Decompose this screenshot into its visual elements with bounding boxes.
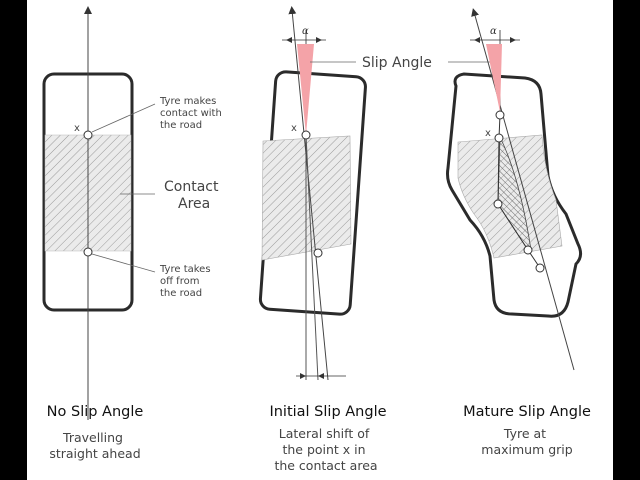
alpha-label-3: α	[490, 26, 497, 37]
panel-mature-slip: α x Mature Slip Angle Tyre at maximum gr…	[446, 8, 591, 457]
x-marker-1: x	[74, 123, 80, 134]
panel-subtitle-1: Travelling straight ahead	[49, 430, 140, 461]
mid-point-3	[493, 199, 503, 209]
annotation-contact-end: Tyre takes off from the road	[159, 264, 214, 299]
end-point-3	[535, 263, 545, 273]
panel-no-slip: x Tyre makes contact with the road Conta…	[42, 6, 225, 461]
annotation-contact-area: Contact Area	[164, 179, 223, 212]
exit-point-2	[313, 248, 323, 258]
wheel-axis-3	[471, 8, 575, 371]
exit-point-3	[523, 245, 533, 255]
shift-line-2	[305, 134, 319, 381]
panel-subtitle-2: Lateral shift of the point x in the cont…	[274, 426, 377, 473]
contact-point-3	[494, 133, 504, 143]
slip-wedge-3	[486, 44, 502, 112]
contact-point-2	[301, 130, 311, 140]
panel-title-2: Initial Slip Angle	[269, 404, 386, 420]
annotation-slip-angle: Slip Angle	[362, 55, 432, 71]
panel-initial-slip: α x Slip Angle Initial Slip Angle Latera…	[258, 6, 490, 473]
leader-contact-end	[91, 253, 156, 273]
panel-subtitle-3: Tyre at maximum grip	[481, 426, 573, 457]
contact-point-1	[83, 130, 93, 140]
diagram-canvas: x Tyre makes contact with the road Conta…	[27, 0, 613, 480]
x-marker-3: x	[485, 128, 491, 139]
exit-point-1	[83, 247, 93, 257]
slip-wedge-2	[297, 44, 314, 135]
annotation-contact-start: Tyre makes contact with the road	[159, 96, 225, 131]
panel-title-1: No Slip Angle	[47, 404, 144, 420]
x-marker-2: x	[291, 123, 297, 134]
panel-title-3: Mature Slip Angle	[463, 404, 591, 420]
point-a-3	[495, 110, 505, 120]
leader-contact-start	[91, 103, 156, 133]
alpha-label-2: α	[302, 26, 309, 37]
wheel-axis-2	[288, 6, 329, 381]
